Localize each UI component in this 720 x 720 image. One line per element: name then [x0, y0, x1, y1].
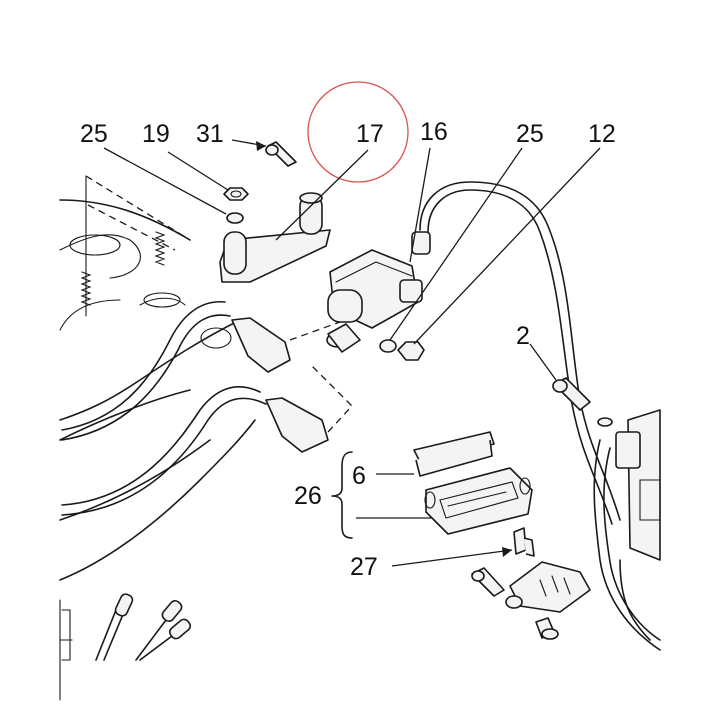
washer-25-right — [379, 339, 397, 353]
arrowhead-27 — [502, 547, 512, 557]
pad-6 — [413, 431, 495, 477]
nut-19 — [223, 187, 249, 201]
wire-terminals — [95, 593, 192, 661]
callout-31: 31 — [196, 120, 224, 148]
bolt-2 — [552, 377, 613, 427]
callout-2: 2 — [516, 322, 530, 350]
leader-25-right — [389, 147, 523, 341]
leader-19 — [167, 151, 229, 191]
nut-12 — [397, 341, 425, 361]
leader-2 — [529, 343, 557, 381]
callout-25-right: 25 — [516, 120, 544, 148]
assembly-line-boot2 — [311, 365, 353, 433]
arrowhead-31 — [256, 141, 266, 151]
leader-27 — [391, 549, 513, 567]
washer-25-left — [226, 212, 244, 224]
leader-17 — [275, 149, 369, 241]
leader-25-left — [103, 147, 227, 215]
callout-16: 16 — [420, 118, 448, 146]
leader-12 — [413, 147, 601, 345]
assembly-line-top — [85, 175, 191, 241]
clip-27 — [513, 527, 535, 557]
coil-wire — [419, 181, 621, 525]
control-module — [593, 409, 661, 651]
assembly-line-boot1 — [289, 321, 341, 341]
coil-bracket-17 — [219, 192, 331, 283]
assembly-line-mid — [87, 204, 176, 251]
ignition-lead-upper — [61, 300, 291, 441]
screw-31 — [265, 141, 297, 167]
callout-12: 12 — [588, 120, 616, 148]
highlight-circle — [307, 81, 409, 183]
brace-26 — [331, 451, 353, 539]
connector-block-26 — [424, 467, 533, 535]
callout-19: 19 — [142, 120, 170, 148]
spring-right — [154, 231, 166, 266]
spring-left — [80, 175, 92, 317]
callout-27: 27 — [350, 553, 378, 581]
ignition-coil-16 — [326, 231, 431, 353]
callout-17: 17 — [356, 120, 384, 148]
callout-25-left: 25 — [80, 120, 108, 148]
callout-26: 26 — [294, 482, 322, 510]
leader-16 — [409, 147, 431, 263]
lower-bracket — [471, 561, 591, 640]
ignition-lead-lower — [61, 386, 329, 516]
callout-6: 6 — [352, 462, 366, 490]
